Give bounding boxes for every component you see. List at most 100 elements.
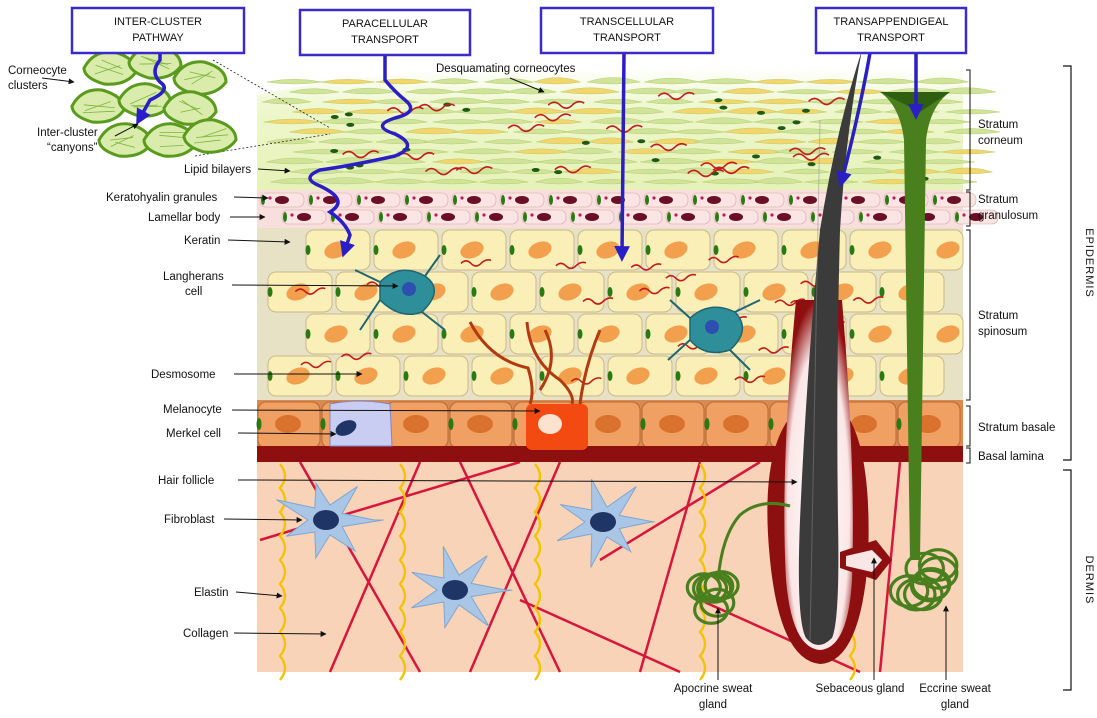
corneocyte xyxy=(423,138,478,145)
keratohyalin-granule xyxy=(515,196,529,204)
cell-nucleus xyxy=(467,415,493,433)
keratin-filament xyxy=(708,255,739,264)
label-melanocyte: Melanocyte xyxy=(163,404,541,416)
svg-text:Keratohyalin granules: Keratohyalin granules xyxy=(106,192,217,204)
corneocyte xyxy=(753,177,804,185)
corneocyte xyxy=(694,138,746,145)
desmosome xyxy=(933,195,937,205)
keratin-fragment xyxy=(507,123,545,133)
keratin-fragment xyxy=(687,168,725,178)
keratohyalin-granule xyxy=(969,213,983,221)
apocrine-coil-loop xyxy=(698,571,735,602)
cell-nucleus xyxy=(851,415,877,433)
keratin-filament xyxy=(665,273,697,282)
keratin-fragment xyxy=(424,167,462,176)
svg-text:spinosum: spinosum xyxy=(978,326,1027,338)
keratin-fragment xyxy=(657,91,695,101)
corneocyte xyxy=(266,79,322,85)
desmosome xyxy=(549,195,553,205)
cell-nucleus xyxy=(392,241,416,259)
keratin-filament xyxy=(460,259,492,267)
fibroblast-nucleus xyxy=(590,512,616,532)
cell-nucleus xyxy=(460,241,484,259)
desmosome xyxy=(675,371,681,381)
keratohyalin-granule xyxy=(467,196,481,204)
desmosome xyxy=(509,245,515,255)
corneocyte xyxy=(753,78,805,85)
langherans-cell xyxy=(354,254,446,331)
collagen-fiber xyxy=(458,461,562,673)
keratin-filament xyxy=(294,287,326,295)
corneocyte xyxy=(560,87,620,95)
region-epidermis: EPIDERMIS xyxy=(1063,65,1095,461)
keratohyalin-granule xyxy=(323,196,337,204)
label-hair-follicle: Hair follicle xyxy=(158,475,798,487)
collagen-fiber xyxy=(519,598,681,674)
desmosome xyxy=(539,287,545,297)
lamellar-body xyxy=(604,196,608,200)
keratin-fragment xyxy=(418,103,456,112)
cluster-cell-border xyxy=(195,134,228,138)
elastin-fiber xyxy=(698,463,707,681)
corneocyte xyxy=(593,98,643,105)
keratin-filament xyxy=(734,375,766,384)
corneocyte-remnant xyxy=(462,107,471,112)
corneocyte-remnant xyxy=(756,110,765,115)
desmosome xyxy=(645,195,649,205)
corneocyte-remnant xyxy=(346,122,355,127)
desmosome xyxy=(512,418,518,430)
lamellar-body xyxy=(364,196,368,200)
keratohyalin-granule xyxy=(947,196,961,204)
cell-nucleus xyxy=(762,283,786,301)
desmosome xyxy=(448,418,454,430)
desmosome xyxy=(256,418,262,430)
cell-nucleus xyxy=(732,241,756,259)
keratohyalin-granule xyxy=(755,196,769,204)
corneocyte xyxy=(722,87,775,95)
corneocyte-remnant xyxy=(531,167,540,172)
desmosome xyxy=(357,195,361,205)
intercluster-pathway-arrow xyxy=(136,52,166,125)
desmosome xyxy=(267,371,273,381)
corneocyte-remnant xyxy=(330,148,339,153)
corneocyte xyxy=(430,78,478,85)
desmosome xyxy=(373,329,379,339)
svg-text:gland: gland xyxy=(699,699,727,711)
corneocyte xyxy=(944,128,1001,135)
desmosome xyxy=(403,371,409,381)
epidermis-label: EPIDERMIS xyxy=(1083,228,1095,298)
svg-text:cell: cell xyxy=(185,286,202,298)
label-keratohyalin-granules: Keratohyalin granules xyxy=(106,192,269,204)
intercluster-box-line1: INTER-CLUSTER xyxy=(114,16,202,28)
svg-text:Elastin: Elastin xyxy=(194,587,229,599)
desmosome xyxy=(441,329,447,339)
cell-nucleus xyxy=(762,367,786,385)
keratohyalin-granule xyxy=(297,213,311,221)
desmosome xyxy=(667,212,671,222)
paracellular-pathway-box: PARACELLULAR TRANSPORT xyxy=(298,8,472,57)
cell-nucleus xyxy=(868,325,892,343)
corneocyte xyxy=(587,77,641,85)
lamellar-body xyxy=(460,196,464,200)
corneocyte xyxy=(318,138,373,145)
apocrine-sweat-gland xyxy=(685,502,791,625)
corneocyte xyxy=(753,118,804,125)
corneocyte xyxy=(589,158,638,165)
lamellar-body xyxy=(652,196,656,200)
desmosome xyxy=(781,329,787,339)
corneocyte xyxy=(774,108,827,115)
transappendigeal-pathway-box: TRANSAPPENDIGEAL TRANSPORT xyxy=(814,6,968,55)
lamellar-body xyxy=(578,213,582,217)
keratin-fragment xyxy=(700,161,738,170)
desmosome xyxy=(597,195,601,205)
label-intercluster-canyons: Inter-cluster “canyons” xyxy=(37,123,139,154)
region-dermis: DERMIS xyxy=(1063,469,1095,691)
label-apocrine-sweat-gland: Apocrine sweat gland xyxy=(674,607,753,711)
cluster-cell-border xyxy=(159,145,184,147)
svg-text:Basal lamina: Basal lamina xyxy=(978,451,1044,463)
lamellar-body xyxy=(412,196,416,200)
corneocyte xyxy=(266,157,324,165)
label-keratin: Keratin xyxy=(184,235,291,247)
lamellar-body xyxy=(818,213,822,217)
